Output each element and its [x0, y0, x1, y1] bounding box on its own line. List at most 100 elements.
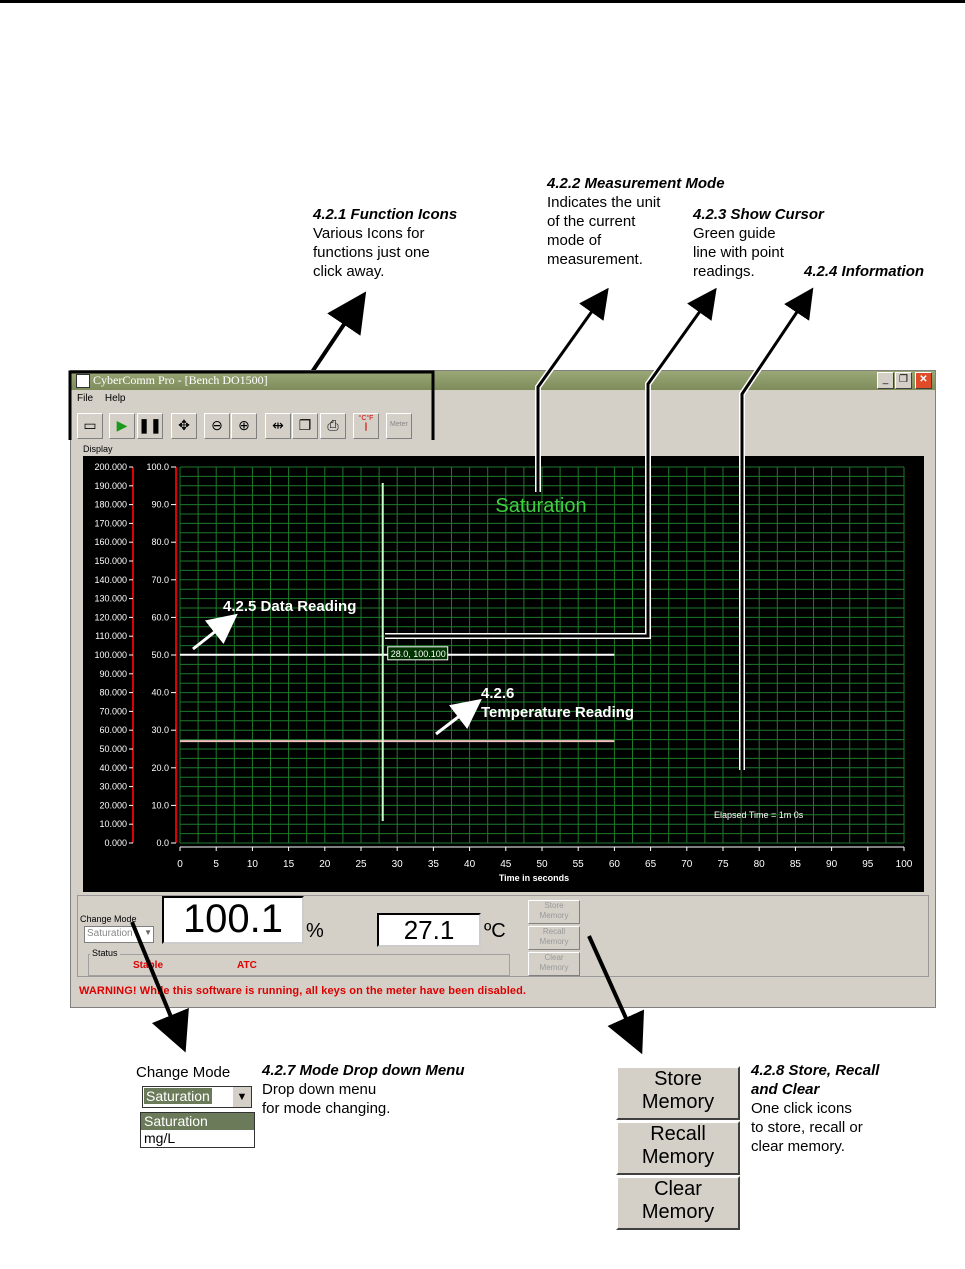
zoom-out-icon[interactable]: ⊖ [204, 413, 230, 439]
mode-combo[interactable]: Saturation ▼ [84, 926, 154, 943]
y-left-tick-label: 170.000 [94, 518, 127, 528]
y-left-tick-label: 30.000 [99, 782, 127, 792]
x-tick-label: 10 [247, 859, 259, 870]
minimize-button[interactable]: _ [877, 372, 894, 389]
x-tick-label: 0 [177, 859, 183, 870]
status-label: Status [90, 948, 120, 958]
chevron-down-icon: ▼ [233, 1087, 251, 1107]
annotation-line: Green guide [693, 225, 776, 242]
annotation-line: clear memory. [751, 1138, 845, 1155]
y-right-tick-label: 30.0 [151, 725, 169, 735]
y-right-tick-label: 10.0 [151, 800, 169, 810]
y-left-tick-label: 120.000 [94, 612, 127, 622]
x-tick-label: 80 [754, 859, 766, 870]
button-line: Store [654, 1068, 702, 1090]
chevron-down-icon: ▼ [144, 928, 152, 937]
annotation-show-cursor: 4.2.3 Show Cursor Green guide line with … [693, 205, 824, 281]
x-tick-label: 45 [500, 859, 512, 870]
annotation-line: mode of [547, 232, 602, 249]
dropdown-inset-list: Saturation mg/L [140, 1112, 255, 1148]
annotation-line: One click icons [751, 1100, 852, 1117]
x-tick-label: 15 [283, 859, 295, 870]
y-left-tick-label: 80.000 [99, 688, 127, 698]
annotation-line: line with point [693, 244, 784, 261]
dropdown-inset-combo[interactable]: Saturation ▼ [142, 1086, 252, 1108]
cursor-icon[interactable]: ⇹ [265, 413, 291, 439]
meter-button-icon[interactable]: Meter [386, 413, 412, 439]
x-tick-label: 65 [645, 859, 657, 870]
copy-icon[interactable]: ❐ [292, 413, 318, 439]
x-tick-label: 50 [536, 859, 548, 870]
dropdown-inset-selected: Saturation [144, 1088, 212, 1104]
annotation-information: 4.2.4 Information [804, 262, 924, 281]
annotation-title: 4.2.8 Store, Recall [751, 1062, 880, 1079]
title-bar: CyberComm Pro - [Bench DO1500] _ ❐ ✕ [71, 371, 935, 390]
y-left-tick-label: 40.000 [99, 763, 127, 773]
annotation-title: 4.2.1 Function Icons [313, 206, 458, 223]
temperature-unit: ºC [484, 920, 506, 942]
annotation-mode-menu: 4.2.7 Mode Drop down Menu Drop down menu… [262, 1061, 465, 1118]
x-tick-label: 90 [826, 859, 838, 870]
annotation-data-reading: 4.2.5 Data Reading [223, 598, 357, 615]
clear-memory-button[interactable]: Clear Memory [528, 952, 580, 976]
button-line: Recall [650, 1123, 706, 1145]
dropdown-option[interactable]: mg/L [144, 1130, 176, 1146]
temperature-button-label: °C°F [358, 415, 374, 422]
y-left-tick-label: 140.000 [94, 575, 127, 585]
y-right-tick-label: 0.0 [156, 838, 169, 848]
x-tick-label: 55 [573, 859, 585, 870]
x-tick-label: 5 [213, 859, 219, 870]
x-tick-label: 85 [790, 859, 802, 870]
recall-memory-large-button[interactable]: Recall Memory [616, 1121, 740, 1175]
cursor-readout: 28.0, 100.100 [391, 649, 446, 659]
change-mode-label: Change Mode [80, 914, 137, 924]
y-left-tick-label: 110.000 [95, 631, 127, 641]
arrow-function-icons [310, 291, 367, 374]
status-stable: Stable [133, 960, 164, 971]
elapsed-time: Elapsed Time = 1m 0s [714, 810, 804, 820]
store-memory-large-button[interactable]: Store Memory [616, 1066, 740, 1120]
annotation-line: Indicates the unit [547, 194, 661, 211]
recall-memory-button[interactable]: Recall Memory [528, 926, 580, 950]
annotation-line: Drop down menu [262, 1081, 377, 1098]
page-top-rule [0, 0, 965, 3]
button-line: Clear [654, 1178, 702, 1200]
menu-file[interactable]: File [77, 393, 94, 404]
y-left-tick-label: 190.000 [94, 481, 127, 491]
print-icon[interactable]: ⎙ [320, 413, 346, 439]
y-left-tick-label: 10.000 [99, 819, 127, 829]
annotation-title: 4.2.2 Measurement Mode [547, 175, 725, 192]
menu-help[interactable]: Help [104, 393, 126, 404]
clear-memory-large-button[interactable]: Clear Memory [616, 1176, 740, 1230]
y-left-tick-label: 130.000 [94, 594, 127, 604]
play-icon[interactable]: ▶ [109, 413, 135, 439]
temperature-display: 27.1 [377, 913, 481, 947]
x-tick-label: 40 [464, 859, 476, 870]
annotation-line: for mode changing. [262, 1100, 391, 1117]
close-button[interactable]: ✕ [915, 372, 932, 389]
y-right-tick-label: 20.0 [151, 763, 169, 773]
x-tick-label: 95 [862, 859, 874, 870]
dropdown-option[interactable]: Saturation [141, 1113, 254, 1130]
x-tick-label: 70 [681, 859, 693, 870]
y-left-tick-label: 0.000 [104, 838, 127, 848]
annotation-temp-num: 4.2.6 [481, 685, 515, 702]
window-title: CyberComm Pro - [Bench DO1500] [93, 373, 268, 387]
annotation-line: to store, recall or [751, 1119, 863, 1136]
annotation-line: click away. [313, 263, 385, 280]
temperature-icon[interactable]: °C°F┃ [353, 413, 379, 439]
restore-button[interactable]: ❐ [895, 372, 912, 389]
status-box: Stable ATC [88, 954, 510, 976]
x-axis-label: Time in seconds [499, 873, 569, 883]
meter-icon[interactable]: ▭ [77, 413, 103, 439]
store-memory-button[interactable]: Store Memory [528, 900, 580, 924]
zoom-in-icon[interactable]: ⊕ [231, 413, 257, 439]
annotation-line: measurement. [547, 251, 643, 268]
y-right-tick-label: 100.0 [146, 462, 169, 472]
button-line: Memory [641, 1146, 715, 1168]
y-left-tick-label: 70.000 [99, 706, 127, 716]
pan-icon[interactable]: ✥ [171, 413, 197, 439]
reading-unit: % [306, 920, 324, 942]
annotation-title: 4.2.3 Show Cursor [693, 206, 824, 223]
pause-icon[interactable]: ❚❚ [137, 413, 163, 439]
